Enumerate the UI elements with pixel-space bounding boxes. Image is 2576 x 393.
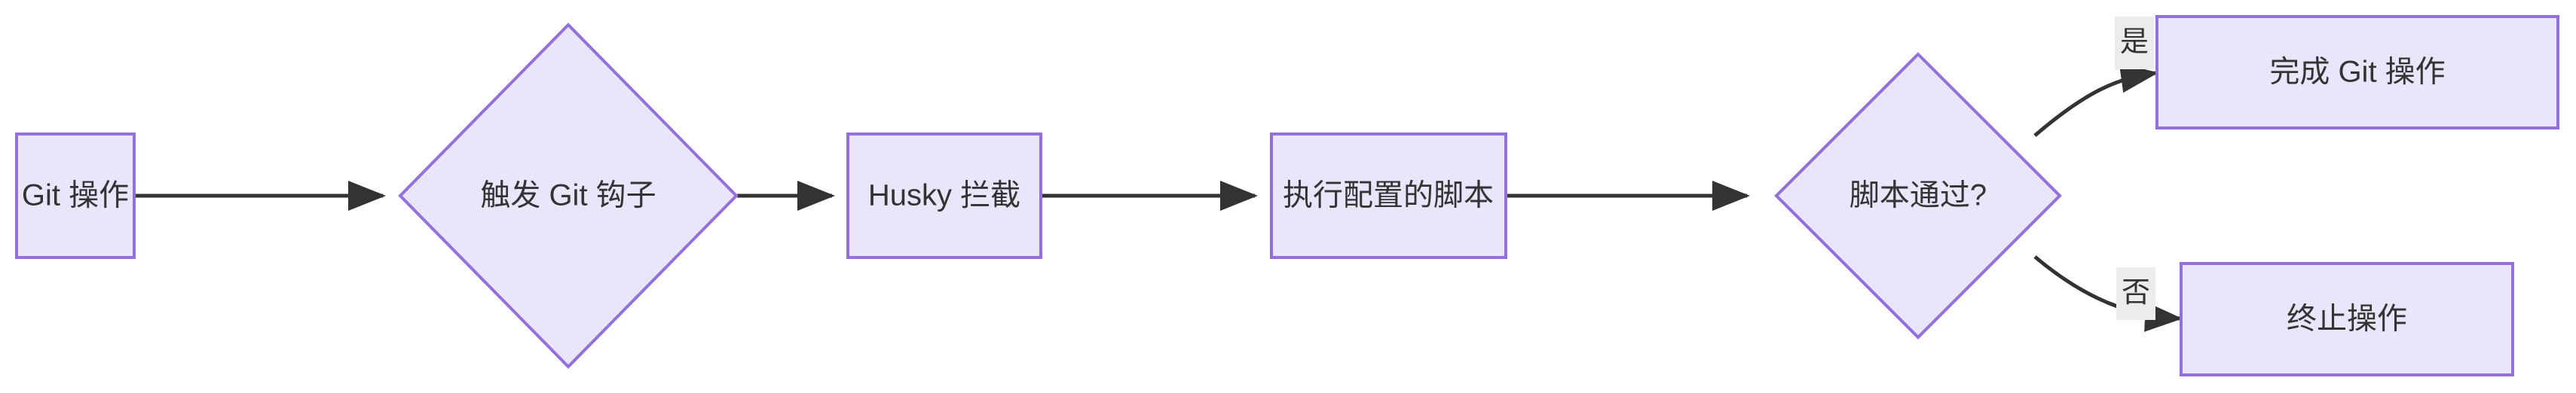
node-script-passed[interactable]: 脚本通过? [1774, 52, 2062, 340]
node-husky-intercept-shape[interactable] [846, 133, 1042, 259]
node-abort-operation[interactable]: 终止操作 [2180, 262, 2514, 376]
node-trigger-git-hook-shape[interactable] [398, 23, 739, 369]
node-husky-intercept[interactable]: Husky 拦截 [846, 133, 1042, 259]
node-git-operation-shape[interactable] [15, 133, 136, 259]
edge-label-no: 否 [2116, 267, 2155, 320]
edge-label-yes: 是 [2115, 17, 2154, 69]
node-run-configured-script[interactable]: 执行配置的脚本 [1270, 133, 1507, 259]
node-finish-git-operation[interactable]: 完成 Git 操作 [2155, 15, 2559, 129]
edge-label-no-background [2116, 267, 2155, 320]
node-git-operation[interactable]: Git 操作 [15, 133, 136, 259]
edge-script-passed-to-abort-operation [2033, 255, 2183, 332]
node-trigger-git-hook[interactable]: 触发 Git 钩子 [398, 23, 739, 369]
edge-label-layer: 是 否 [2115, 17, 2155, 320]
node-finish-git-operation-shape[interactable] [2155, 15, 2559, 129]
node-run-configured-script-shape[interactable] [1270, 133, 1507, 259]
node-abort-operation-shape[interactable] [2180, 262, 2514, 376]
node-layer: Git 操作 触发 Git 钩子 Husky 拦截 执行配置的脚本 脚本通过? [15, 15, 2559, 376]
edge-label-yes-background [2115, 17, 2154, 69]
edge-layer [134, 62, 2183, 332]
edge-script-passed-to-finish-git-operation [2033, 62, 2158, 137]
node-script-passed-shape[interactable] [1774, 52, 2062, 340]
